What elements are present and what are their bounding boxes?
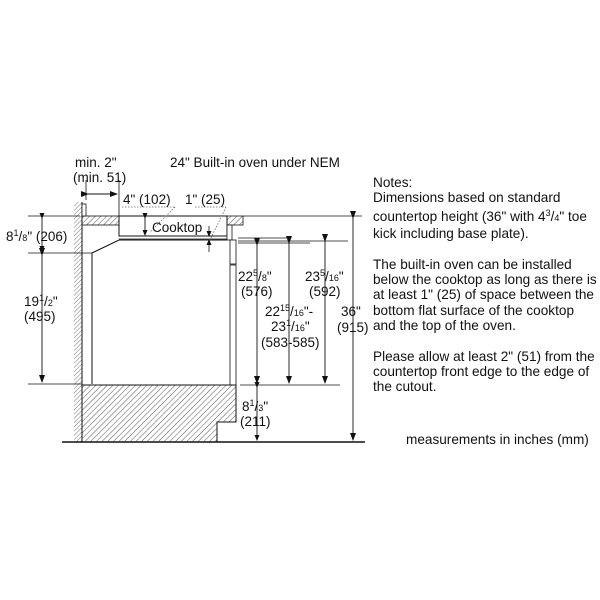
- wall: [74, 202, 83, 442]
- cabinet-front: [226, 224, 237, 386]
- dim-min-clearance: min. 2" (min. 51): [73, 155, 126, 216]
- cooktop-label: Cooktop: [142, 213, 212, 252]
- notes-panel: Notes: Dimensions based on standard coun…: [373, 175, 598, 410]
- svg-text:(min. 51): (min. 51): [73, 170, 126, 185]
- svg-text:2215/16"-: 2215/16"-: [265, 303, 313, 319]
- reference-lines: [28, 215, 362, 386]
- dim-left-mid: 191/2" (495): [24, 248, 58, 383]
- svg-text:191/2": 191/2": [24, 293, 58, 309]
- dim-left-top: 81/8" (206): [6, 213, 67, 252]
- svg-text:(592): (592): [309, 284, 341, 299]
- svg-text:(915): (915): [337, 320, 369, 335]
- oven: [91, 239, 227, 384]
- svg-text:min. 2": min. 2": [75, 155, 117, 170]
- measurement-units-note: measurements in inches (mm): [406, 432, 589, 447]
- svg-text:(495): (495): [24, 309, 56, 324]
- notes-paragraph-3: Please allow at least 2" (51) from the c…: [373, 348, 595, 395]
- base-cabinet: [81, 384, 237, 443]
- dim-36: 36" (915): [337, 211, 369, 441]
- svg-text:235/16": 235/16": [305, 268, 344, 284]
- notes-header: Notes:: [373, 175, 413, 190]
- dim-211: 81/3" (211): [240, 382, 271, 441]
- dim-range: 2215/16"- 231/16" (583-585): [261, 236, 320, 384]
- svg-text:(576): (576): [241, 284, 273, 299]
- svg-text:81/3": 81/3": [242, 398, 268, 414]
- svg-text:81/8" (206): 81/8" (206): [6, 228, 67, 244]
- svg-text:231/16": 231/16": [271, 318, 310, 334]
- svg-text:225/8": 225/8": [238, 268, 272, 284]
- svg-text:(211): (211): [240, 414, 271, 429]
- diagram-title: 24" Built-in oven under NEM: [170, 155, 340, 170]
- svg-text:36": 36": [341, 304, 361, 319]
- label-4in: 4" (102): [123, 192, 171, 207]
- svg-text:Cooktop: Cooktop: [152, 220, 202, 235]
- countertop: [81, 203, 244, 226]
- dim-576: 225/8" (576): [238, 238, 273, 384]
- dim-592: 235/16" (592): [305, 234, 344, 384]
- notes-paragraph-2: The built-in oven can be installed below…: [373, 256, 597, 334]
- notes-paragraph-1: Dimensions based on standard countertop …: [373, 190, 587, 242]
- svg-text:(583-585): (583-585): [261, 335, 320, 350]
- leader-lines: [122, 206, 227, 241]
- label-1in: 1" (25): [185, 192, 225, 207]
